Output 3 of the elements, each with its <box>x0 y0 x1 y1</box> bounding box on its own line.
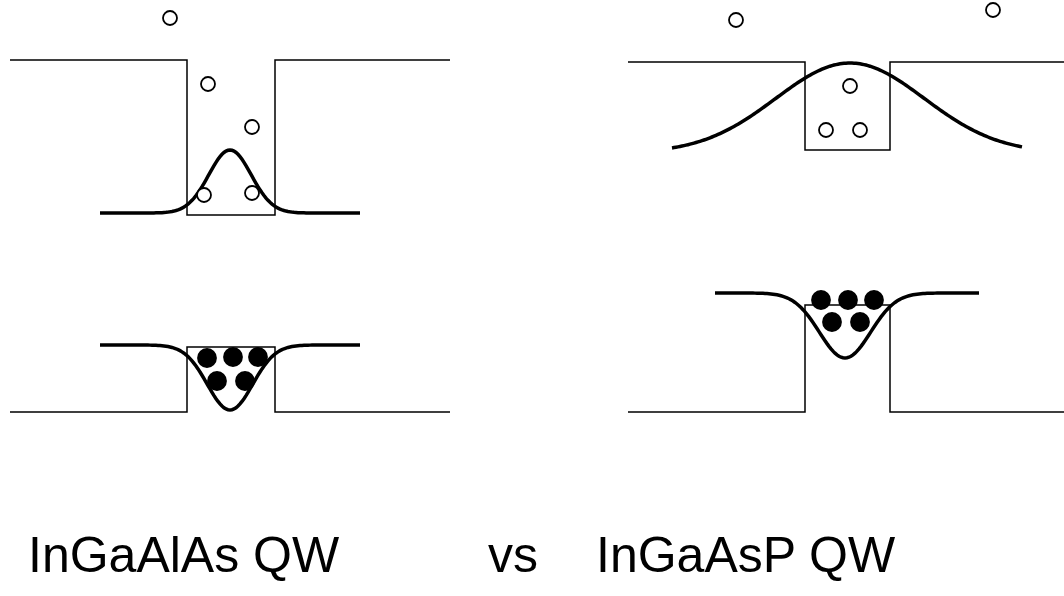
material-label: InGaAlAs QW <box>28 530 340 580</box>
comparison-label: vs <box>488 530 538 580</box>
material-label: InGaAsP QW <box>596 530 896 580</box>
